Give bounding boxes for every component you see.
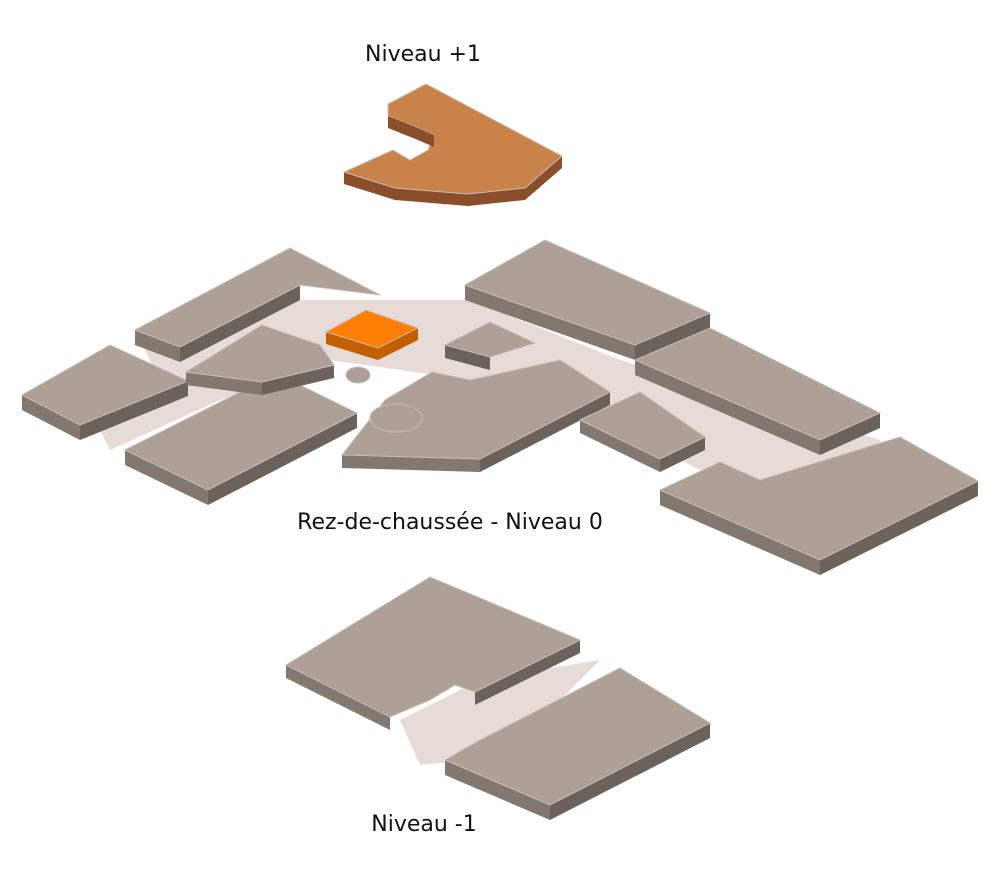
ground-block-far-east[interactable] — [658, 436, 980, 561]
lower-block-south[interactable] — [443, 667, 712, 806]
ground-block-centre[interactable] — [340, 359, 612, 460]
ground-block-inner[interactable] — [184, 324, 335, 383]
ground-block-west-front — [22, 395, 80, 440]
ground-block-west-side — [80, 381, 188, 440]
ground-block-ne-front — [465, 285, 635, 360]
ground-block-se-front — [580, 420, 660, 472]
level-plus-1-slab[interactable] — [342, 83, 563, 195]
ground-kiosk-small[interactable] — [345, 366, 371, 384]
ground-kiosk-round[interactable] — [369, 403, 423, 433]
ground-block-far-east-side — [820, 481, 978, 575]
lower-block-south-front — [445, 760, 550, 820]
level-plus-1-side — [344, 156, 562, 206]
ground-block-nw-side — [180, 285, 300, 362]
ground-block-east[interactable] — [633, 327, 882, 441]
lower-corridor — [400, 660, 600, 765]
ground-block-sw-front — [125, 450, 208, 505]
ground-highlight-side-2 — [378, 328, 418, 360]
ground-block-northwest[interactable] — [133, 247, 381, 348]
level-plus-1-label: Niveau +1 — [365, 42, 481, 67]
ground-block-southeast[interactable] — [578, 391, 706, 460]
ground-block-centre-front — [342, 455, 480, 472]
ground-block-northeast[interactable] — [463, 239, 712, 346]
ground-block-north[interactable] — [443, 321, 537, 358]
ground-block-north-side — [445, 345, 490, 370]
level-minus-1-label: Niveau -1 — [371, 812, 477, 837]
level-minus-1[interactable] — [284, 576, 712, 820]
ground-highlight-side — [326, 332, 378, 360]
ground-block-east-front — [635, 360, 820, 455]
level-plus-1[interactable] — [342, 83, 563, 206]
lower-block-north-front — [286, 665, 390, 730]
lower-block-north[interactable] — [284, 576, 582, 718]
ground-block-inner-front — [186, 372, 262, 395]
ground-block-southwest[interactable] — [123, 384, 359, 491]
level-ground[interactable] — [20, 239, 980, 575]
level-ground-label: Rez-de-chaussée - Niveau 0 — [297, 510, 603, 535]
ground-block-centre-side — [480, 392, 610, 472]
ground-block-far-east-front — [660, 490, 820, 575]
ground-block-east-side — [820, 413, 880, 455]
ground-block-se-side — [660, 437, 705, 472]
ground-block-nw-front — [135, 330, 180, 362]
ground-block-sw-side — [208, 413, 357, 505]
lower-block-north-side — [475, 640, 580, 705]
ground-block-ne-side — [635, 313, 710, 360]
ground-block-inner-side — [262, 365, 334, 395]
lower-block-south-side — [550, 723, 710, 820]
level-plus-1-notch-side — [388, 116, 434, 147]
ground-highlight-unit[interactable] — [324, 309, 420, 349]
